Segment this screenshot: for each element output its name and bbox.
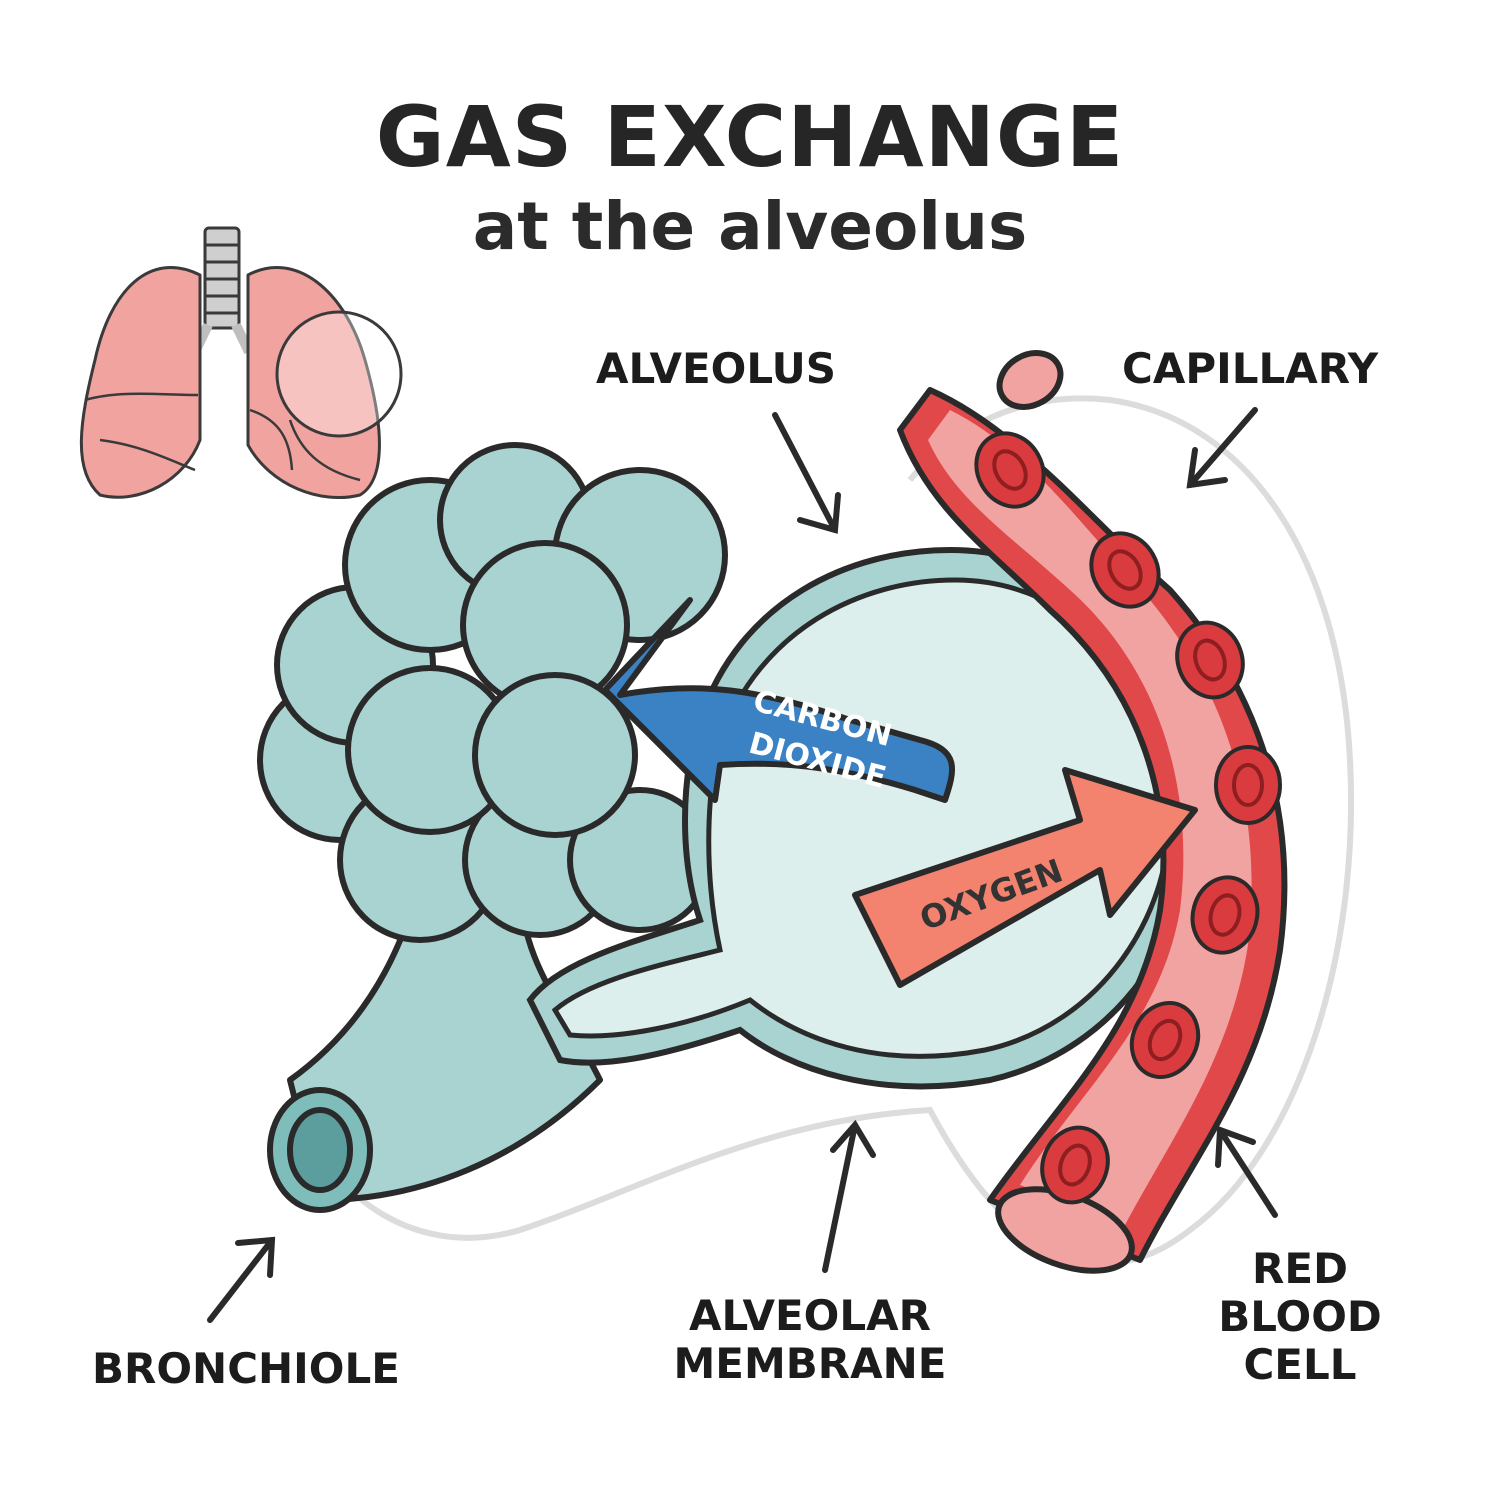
- red-blood-cell: [1175, 620, 1245, 700]
- alveoli-cluster: [257, 442, 728, 943]
- red-blood-cell-pointer: [1217, 1127, 1278, 1218]
- red-blood-cell-label-line3: CELL: [1243, 1340, 1357, 1389]
- diagram-subtitle: at the alveolus: [472, 188, 1028, 265]
- bronchiole-pointer: [207, 1237, 275, 1323]
- capillary-label: CAPILLARY: [1122, 344, 1379, 393]
- red-blood-cell-label-line1: RED: [1252, 1244, 1348, 1293]
- membrane-pointer-head: [830, 1119, 876, 1158]
- diagram-title: GAS EXCHANGE: [375, 88, 1125, 186]
- bronchiole: [267, 877, 603, 1213]
- alveolar-membrane-label: ALVEOLAR MEMBRANE: [650, 1292, 970, 1388]
- alveolar-membrane-label-line1: ALVEOLAR: [689, 1291, 931, 1340]
- red-blood-cell-label-line2: BLOOD: [1218, 1292, 1382, 1341]
- red-blood-cells: [974, 431, 1282, 1205]
- alveolar-membrane-label-line2: MEMBRANE: [673, 1339, 947, 1388]
- red-blood-cell: [1040, 1125, 1110, 1205]
- magnifier-circle-icon: [275, 310, 403, 438]
- capillary-pointer-head: [1186, 447, 1228, 489]
- capillary-pointer: [1187, 407, 1258, 488]
- red-blood-cell: [1190, 875, 1260, 955]
- alveolus-label: ALVEOLUS: [596, 344, 837, 393]
- bronchiole-pointer-head: [235, 1236, 276, 1278]
- red-blood-cell: [1214, 745, 1282, 825]
- bronchiole-label: BRONCHIOLE: [92, 1344, 400, 1393]
- red-blood-cell-label: RED BLOOD CELL: [1195, 1245, 1405, 1389]
- membrane-pointer: [822, 1122, 858, 1273]
- pointer-arrows: [207, 407, 1278, 1323]
- alveolus-pointer-head: [797, 492, 841, 534]
- alveolus-pointer: [772, 412, 838, 533]
- lungs-icon: [79, 226, 381, 500]
- red-blood-cell: [974, 431, 1046, 509]
- sticker-outline: [297, 395, 1355, 1267]
- red-blood-cell-pointer-head: [1215, 1125, 1256, 1168]
- red-blood-cell: [1089, 531, 1161, 609]
- red-blood-cell: [1129, 1001, 1201, 1079]
